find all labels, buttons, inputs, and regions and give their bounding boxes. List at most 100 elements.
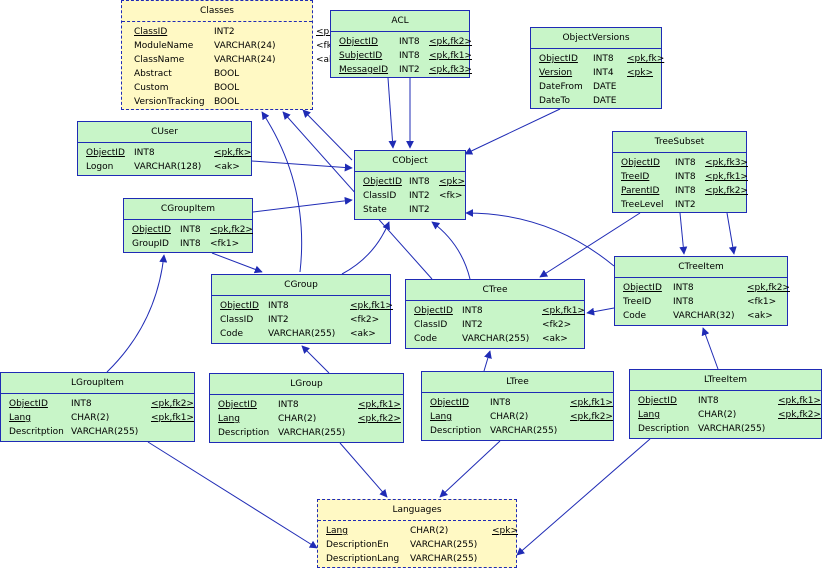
column-constraint: <pk,fk1> xyxy=(542,306,585,316)
column-type: INT8 xyxy=(675,172,696,182)
column-type: INT8 xyxy=(399,37,420,47)
column-type: BOOL xyxy=(214,97,240,107)
entity-title: ACL xyxy=(331,11,469,32)
link-ltree-to-languages xyxy=(439,440,501,498)
column-constraint: <fk2> xyxy=(542,320,572,330)
link-lgroup-to-cgroup xyxy=(301,345,330,374)
link-ctreeitem-to-ctree xyxy=(586,307,615,316)
column-name: Logon xyxy=(86,162,114,172)
column-constraint: <pk,fk3> xyxy=(429,65,472,75)
column-constraint: <ak> xyxy=(747,311,773,321)
link-cgroup-to-cobject xyxy=(341,221,390,275)
column-constraint: <pk,fk1> xyxy=(429,51,472,61)
column-type: VARCHAR(32) xyxy=(673,311,735,321)
column-name: Lang xyxy=(638,410,660,420)
column-type: CHAR(2) xyxy=(410,526,449,536)
column-constraint: <pk> xyxy=(492,526,519,536)
link-treesubset-to-ctreeitem xyxy=(679,212,688,255)
column-type: VARCHAR(255) xyxy=(462,334,530,344)
column-type: INT8 xyxy=(278,400,299,410)
column-type: INT2 xyxy=(409,205,430,215)
entity-title: CTree xyxy=(406,280,584,301)
column-type: VARCHAR(255) xyxy=(410,540,478,550)
column-type: INT8 xyxy=(675,186,696,196)
column-type: INT2 xyxy=(214,27,235,37)
entity-title: Classes xyxy=(122,1,312,22)
column-name: Code xyxy=(623,311,647,321)
link-lgroup-to-languages xyxy=(339,442,388,498)
column-type: INT8 xyxy=(409,177,430,187)
link-cuser-to-cobject xyxy=(251,160,353,172)
column-type: VARCHAR(128) xyxy=(134,162,202,172)
column-type: VARCHAR(255) xyxy=(410,554,478,564)
column-type: INT2 xyxy=(675,200,696,210)
column-name: ObjectID xyxy=(218,400,257,410)
column-constraint: <pk,fk> xyxy=(627,54,665,64)
column-name: ObjectID xyxy=(539,54,578,64)
column-type: VARCHAR(255) xyxy=(698,424,766,434)
link-acl-to-cobject xyxy=(387,77,397,149)
column-name: ClassID xyxy=(220,315,254,325)
column-type: BOOL xyxy=(214,69,240,79)
column-constraint: <fk> xyxy=(316,41,340,51)
column-type: VARCHAR(255) xyxy=(268,329,336,339)
column-name: TreeID xyxy=(623,297,652,307)
column-name: ObjectID xyxy=(339,37,378,47)
column-type: INT8 xyxy=(673,297,694,307)
column-type: INT8 xyxy=(180,239,201,249)
column-constraint: <fk> xyxy=(439,191,463,201)
column-name: Code xyxy=(220,329,244,339)
column-constraint: <pk,fk2> xyxy=(570,412,613,422)
column-type: VARCHAR(24) xyxy=(214,55,276,65)
link-treesubset-to-ctree xyxy=(539,212,641,278)
column-name: ObjectID xyxy=(414,306,453,316)
column-constraint: <pk,fk2> xyxy=(151,399,194,409)
column-constraint: <fk1> xyxy=(210,239,240,249)
link-ctreeitem-to-cobject xyxy=(465,208,615,267)
column-constraint: <fk2> xyxy=(350,315,380,325)
column-type: DATE xyxy=(593,96,617,106)
column-name: ObjectID xyxy=(623,283,662,293)
column-constraint: <pk,fk1> xyxy=(705,172,748,182)
column-name: Version xyxy=(539,68,573,78)
